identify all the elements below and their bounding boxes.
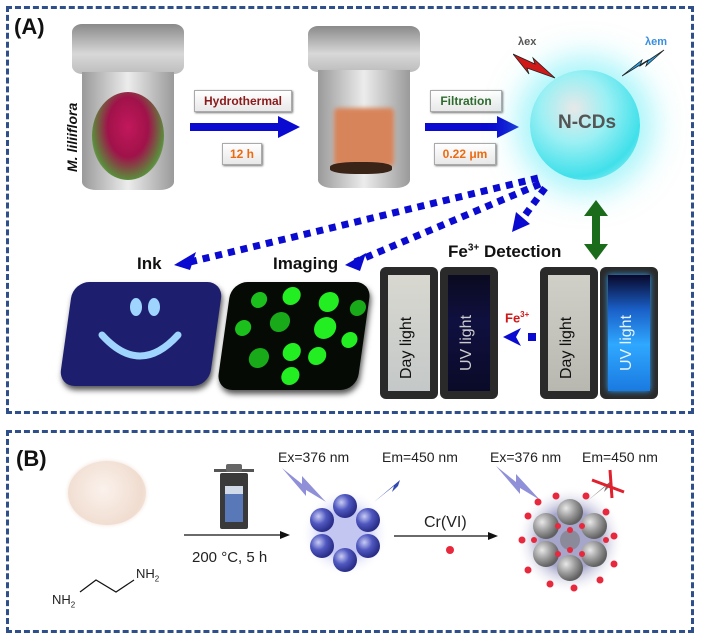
fe-detection-label: Fe3+ Detection xyxy=(448,242,562,261)
state2-excitation: Ex=376 nm xyxy=(490,449,562,465)
excitation-label: λex xyxy=(518,36,537,48)
cuvette-daylight-original: Day light xyxy=(540,267,598,399)
pore-size-tag: 0.22 μm xyxy=(434,143,496,165)
excitation-lightning-icon-b1 xyxy=(282,468,326,502)
panel-b xyxy=(6,430,694,633)
amine-left: NH2 xyxy=(52,592,76,610)
magnolia-flower-image xyxy=(92,92,164,180)
uv-label-1: UV light xyxy=(458,314,475,371)
duration-tag: 12 h xyxy=(222,143,262,165)
cuvette-uv-quenched: UV light xyxy=(440,267,498,399)
state2-emission: Em=450 nm xyxy=(582,449,658,465)
panel-a-label: (A) xyxy=(14,14,45,39)
gray-particles xyxy=(533,499,607,581)
ncd-label: N-CDs xyxy=(557,112,617,133)
cr-dots xyxy=(518,492,618,592)
fe-ion-label: Fe3+ xyxy=(505,310,530,326)
smiley-face-icon xyxy=(98,298,182,360)
ncd-sphere xyxy=(530,70,640,180)
cuvette-daylight-quenched: Day light xyxy=(380,267,438,399)
cuvette-uv-fluorescent: UV light xyxy=(600,267,658,399)
emission-lightning-icon-b1 xyxy=(374,468,416,502)
daylight-label-2: Day light xyxy=(558,316,575,379)
process-arrow-2 xyxy=(425,116,519,138)
bidirectional-arrow xyxy=(584,200,608,260)
carbon-dot-ring xyxy=(301,489,389,577)
imaging-label: Imaging xyxy=(273,254,339,273)
cr-ion-dot xyxy=(446,546,454,554)
state1-emission: Em=450 nm xyxy=(382,449,458,465)
state1-excitation: Ex=376 nm xyxy=(278,449,350,465)
hydrothermal-tag: Hydrothermal xyxy=(194,90,292,112)
panel-b-label: (B) xyxy=(16,446,47,471)
fluorescent-cells xyxy=(235,287,367,385)
quenching-arrow xyxy=(394,532,498,540)
excitation-lightning-icon xyxy=(513,53,556,79)
fe-addition-arrow xyxy=(503,328,536,346)
panel-a xyxy=(6,6,694,414)
excitation-lightning-icon-b2 xyxy=(496,466,540,500)
synthesis-arrow xyxy=(184,531,290,539)
application-arrows xyxy=(174,174,608,346)
synthesis-conditions: 200 °C, 5 h xyxy=(192,549,268,566)
ink-label: Ink xyxy=(137,254,162,273)
powder-precursor-image xyxy=(68,461,146,525)
quenched-carbon-dots xyxy=(516,486,624,594)
filtration-tag: Filtration xyxy=(430,90,502,112)
daylight-label-1: Day light xyxy=(398,316,415,379)
chromium-label: Cr(VI) xyxy=(424,514,467,531)
process-arrow-1 xyxy=(190,116,300,138)
amine-right: NH2 xyxy=(136,566,160,584)
emission-label: λem xyxy=(645,36,668,48)
uv-label-2: UV light xyxy=(618,314,635,371)
carbon-dot-particles xyxy=(310,494,380,572)
emission-lightning-icon xyxy=(622,49,665,77)
ethylenediamine-structure xyxy=(79,579,135,593)
cell-imaging-tile xyxy=(216,282,372,390)
